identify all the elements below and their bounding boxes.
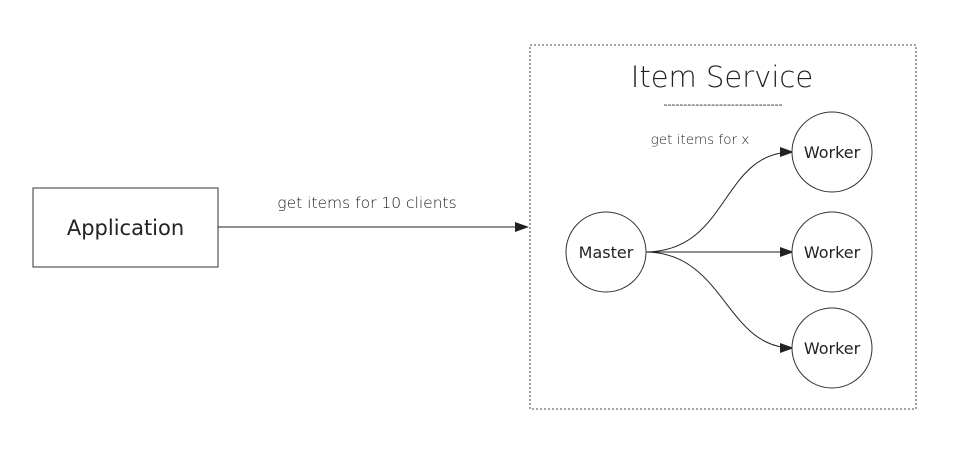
- application-label: Application: [67, 216, 184, 240]
- worker-circle-2: [791, 211, 873, 293]
- worker-label-1: Worker: [804, 143, 861, 162]
- master-label: Master: [579, 243, 634, 262]
- item-service-box: [529, 44, 917, 410]
- worker-node-2: Worker: [791, 211, 873, 293]
- request-connector: get items for 10 clients: [218, 194, 529, 232]
- fanout-label: get items for x: [651, 132, 750, 148]
- worker-node-1: Worker: [791, 111, 873, 193]
- request-label: get items for 10 clients: [277, 194, 456, 212]
- master-node: Master: [565, 211, 647, 293]
- application-node: Application: [32, 187, 219, 268]
- worker-circle-3: [791, 307, 873, 389]
- worker-label-2: Worker: [804, 243, 861, 262]
- item-service-boundary: Item Service ---------------------------…: [529, 44, 917, 410]
- master-to-worker-1-arrow: [644, 147, 794, 253]
- worker-label-3: Worker: [804, 339, 861, 358]
- master-to-worker-3-arrow: [644, 251, 794, 353]
- master-circle: [565, 211, 647, 293]
- application-box: [32, 187, 219, 268]
- worker-node-3: Worker: [791, 307, 873, 389]
- fanout-arrows: [644, 147, 794, 353]
- worker-circle-1: [791, 111, 873, 193]
- item-service-underline: ------------------------------: [663, 98, 782, 111]
- item-service-title: Item Service: [631, 60, 813, 94]
